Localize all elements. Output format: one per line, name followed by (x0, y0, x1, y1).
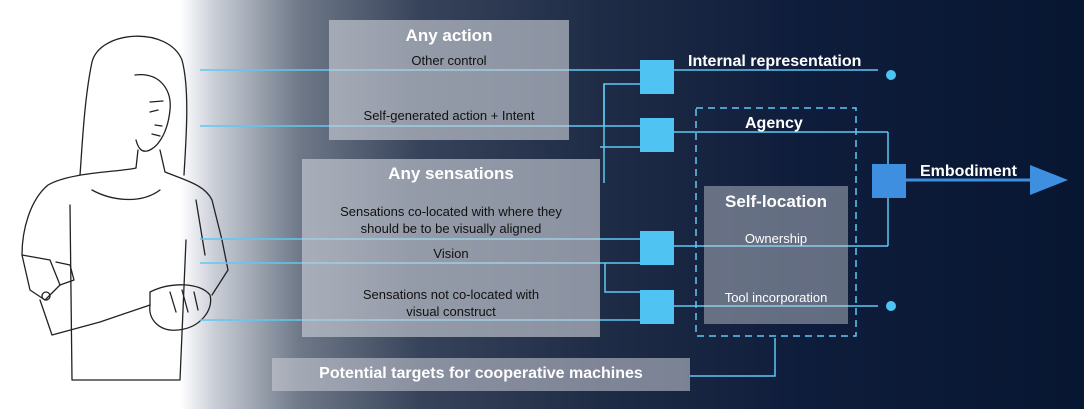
line-footer-connector (690, 338, 776, 377)
sensation-item-vision: Vision (433, 246, 469, 261)
agency-label: Agency (745, 115, 803, 132)
agency-region (695, 107, 857, 337)
action-box-title: Any action (405, 26, 493, 45)
action-item-self-generated: Self-generated action + Intent (363, 108, 535, 123)
embodiment-arrowhead (1030, 165, 1068, 195)
internal-representation-endpoint (886, 70, 896, 80)
line-action-to-internal (603, 83, 640, 126)
node-tool (640, 290, 674, 324)
sensation-item-colocated: Sensations co-located with where they sh… (340, 204, 562, 236)
tool-incorporation-endpoint (886, 301, 896, 311)
sensation-box: Any sensations Sensations co-located wit… (302, 159, 600, 337)
integration-nodes (640, 60, 674, 324)
self-location-item-tool: Tool incorporation (724, 290, 828, 305)
line-vision-branch (604, 263, 640, 293)
embodiment-label: Embodiment (920, 163, 1017, 180)
internal-representation-label: Internal representation (688, 53, 862, 70)
self-location-box: Self-location Ownership Tool incorporati… (704, 186, 848, 324)
node-embodiment (872, 164, 906, 198)
node-internal (640, 60, 674, 94)
node-ownership (640, 231, 674, 265)
sensation-box-title: Any sensations (388, 164, 514, 183)
self-location-item-ownership: Ownership (744, 231, 808, 246)
targets-label: Potential targets for cooperative machin… (319, 365, 643, 382)
self-location-title: Self-location (724, 192, 827, 211)
node-agency (640, 118, 674, 152)
person-illustration (21, 35, 229, 381)
targets-box: Potential targets for cooperative machin… (272, 358, 690, 391)
action-box: Any action Other control Self-generated … (329, 20, 569, 140)
sensation-item-not-colocated: Sensations not co-located with visual co… (362, 287, 540, 319)
action-item-other-control: Other control (411, 53, 487, 68)
